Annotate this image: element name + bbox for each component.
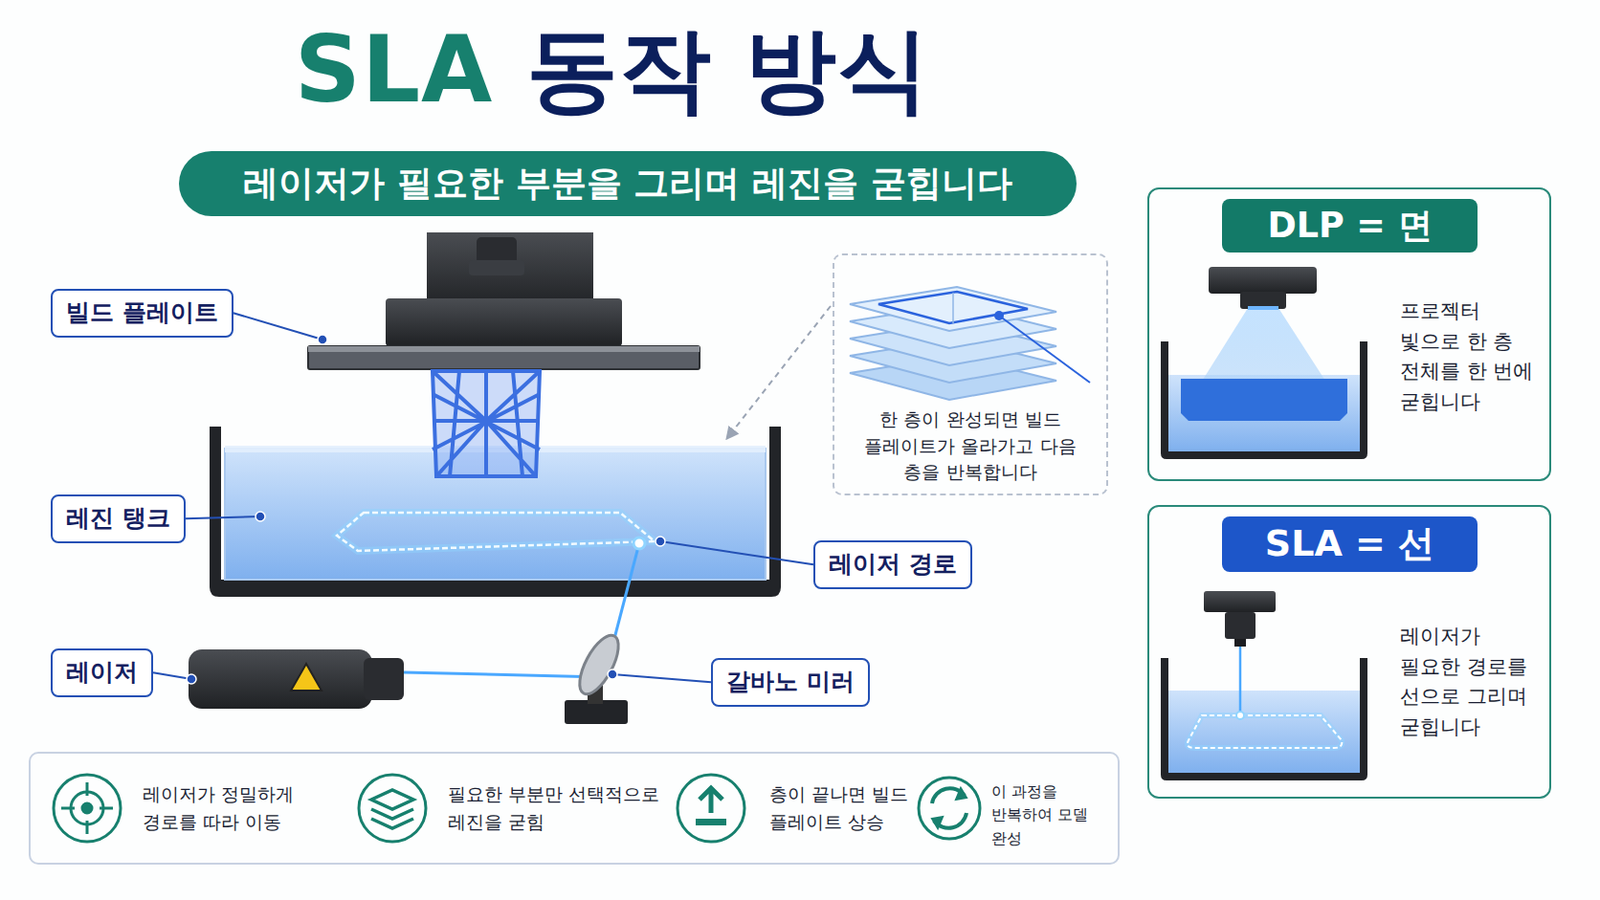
leader-dot bbox=[607, 669, 618, 680]
dlp-resin bbox=[1168, 375, 1360, 452]
dlp-layer bbox=[1180, 378, 1348, 422]
sla-path-glow bbox=[1187, 715, 1342, 749]
leader-dot bbox=[655, 536, 666, 547]
sla-spot bbox=[1236, 711, 1245, 720]
body-text: 필요한 부분만 선택적으로 레진을 굳힘 bbox=[447, 780, 678, 836]
leader-dot bbox=[255, 511, 266, 522]
callout-pointer bbox=[727, 306, 831, 439]
part-label: 레이저 bbox=[50, 648, 154, 698]
step-strip: 레이저가 정밀하게 경로를 따라 이동 필요한 부분만 선택적으로 레진을 굳힘 층… bbox=[28, 752, 1120, 866]
layer-stack bbox=[849, 287, 1057, 400]
leader-dot bbox=[186, 674, 197, 685]
label-text: 레이저 bbox=[66, 657, 138, 689]
part-label: 빌드 플레이트 bbox=[50, 288, 234, 338]
printed-part bbox=[432, 371, 540, 477]
band-text: DLP = 면 bbox=[1266, 202, 1432, 248]
laser-head-tip bbox=[1234, 639, 1246, 647]
compare-panel: 프로젝터 빛으로 한 층 전체를 한 번에 굳힙니다 DLP = 면 bbox=[1147, 187, 1552, 482]
panel-header: DLP = 면 bbox=[1222, 199, 1478, 253]
label-text: 레진 탱크 bbox=[66, 503, 171, 535]
leader-line bbox=[660, 541, 814, 565]
body-text: 한 층이 완성되면 빌드 플레이트가 올라가고 다음 층을 반복합니다 bbox=[847, 406, 1093, 487]
sla-beam bbox=[1239, 646, 1243, 716]
leader-line bbox=[612, 674, 712, 683]
subtitle-band: 레이저가 필요한 부분을 그리며 레진을 굳힙니다 bbox=[178, 151, 1077, 217]
knob-base bbox=[468, 260, 525, 276]
leader-dot bbox=[317, 334, 328, 345]
part-label: 갈바노 미러 bbox=[711, 658, 870, 708]
body-text: 층이 끝나면 빌드 플레이트 상승 bbox=[769, 780, 952, 836]
build-plate bbox=[308, 346, 700, 370]
band-text: 레이저가 필요한 부분을 그리며 레진을 굳힙니다 bbox=[243, 160, 1013, 207]
sla-path bbox=[1187, 715, 1342, 749]
laser-beam bbox=[403, 672, 603, 678]
laser-path-glow bbox=[336, 512, 655, 552]
laser-nozzle bbox=[363, 658, 404, 701]
panel-header: SLA = 선 bbox=[1222, 516, 1478, 573]
leader-line bbox=[233, 312, 323, 340]
projector-lens bbox=[1240, 291, 1287, 310]
laser-head-nozzle bbox=[1224, 612, 1256, 640]
dlp-light bbox=[1177, 308, 1352, 422]
hazard-sign bbox=[290, 664, 322, 691]
sla-tank bbox=[1160, 658, 1368, 781]
laser-body bbox=[188, 649, 373, 710]
sla-resin bbox=[1168, 690, 1360, 774]
label-text: 빌드 플레이트 bbox=[66, 297, 219, 330]
part-label: 레이저 경로 bbox=[813, 540, 973, 590]
compare-panel: 레이저가 필요한 경로를 선으로 그리며 굳힙니다 SLA = 선 bbox=[1147, 505, 1552, 800]
body-text: 프로젝터 빛으로 한 층 전체를 한 번에 굳힙니다 bbox=[1400, 296, 1546, 418]
title: SLA 동작 방식 bbox=[294, 17, 931, 123]
part-label: 레진 탱크 bbox=[50, 494, 186, 544]
body-text: 레이저가 필요한 경로를 선으로 그리며 굳힙니다 bbox=[1400, 622, 1546, 743]
leader-line bbox=[153, 672, 192, 680]
label-text: 레이저 경로 bbox=[828, 549, 957, 581]
title-wrap: SLA 동작 방식 bbox=[114, 17, 1111, 123]
z-column bbox=[426, 232, 594, 310]
band-text: SLA = 선 bbox=[1265, 520, 1435, 568]
galvo-mirror bbox=[572, 629, 627, 700]
leader-line bbox=[185, 516, 261, 519]
lens-glow bbox=[1247, 306, 1279, 311]
callout-leader bbox=[999, 315, 1090, 383]
projector bbox=[1208, 266, 1317, 294]
laser-head bbox=[1203, 591, 1276, 613]
callout-box: 한 층이 완성되면 빌드 플레이트가 올라가고 다음 층을 반복합니다 bbox=[832, 253, 1109, 496]
laser-spot bbox=[633, 537, 645, 550]
plate-holder bbox=[385, 298, 623, 347]
body-text: 이 과정을 반복하여 모델 완성 bbox=[991, 780, 1118, 851]
plate-edge bbox=[308, 346, 700, 353]
label-text: 갈바노 미러 bbox=[726, 666, 855, 699]
body-text: 레이저가 정밀하게 경로를 따라 이동 bbox=[142, 780, 349, 836]
callout-dot bbox=[994, 311, 1004, 321]
icons bbox=[53, 775, 980, 843]
laser-path bbox=[336, 512, 655, 552]
